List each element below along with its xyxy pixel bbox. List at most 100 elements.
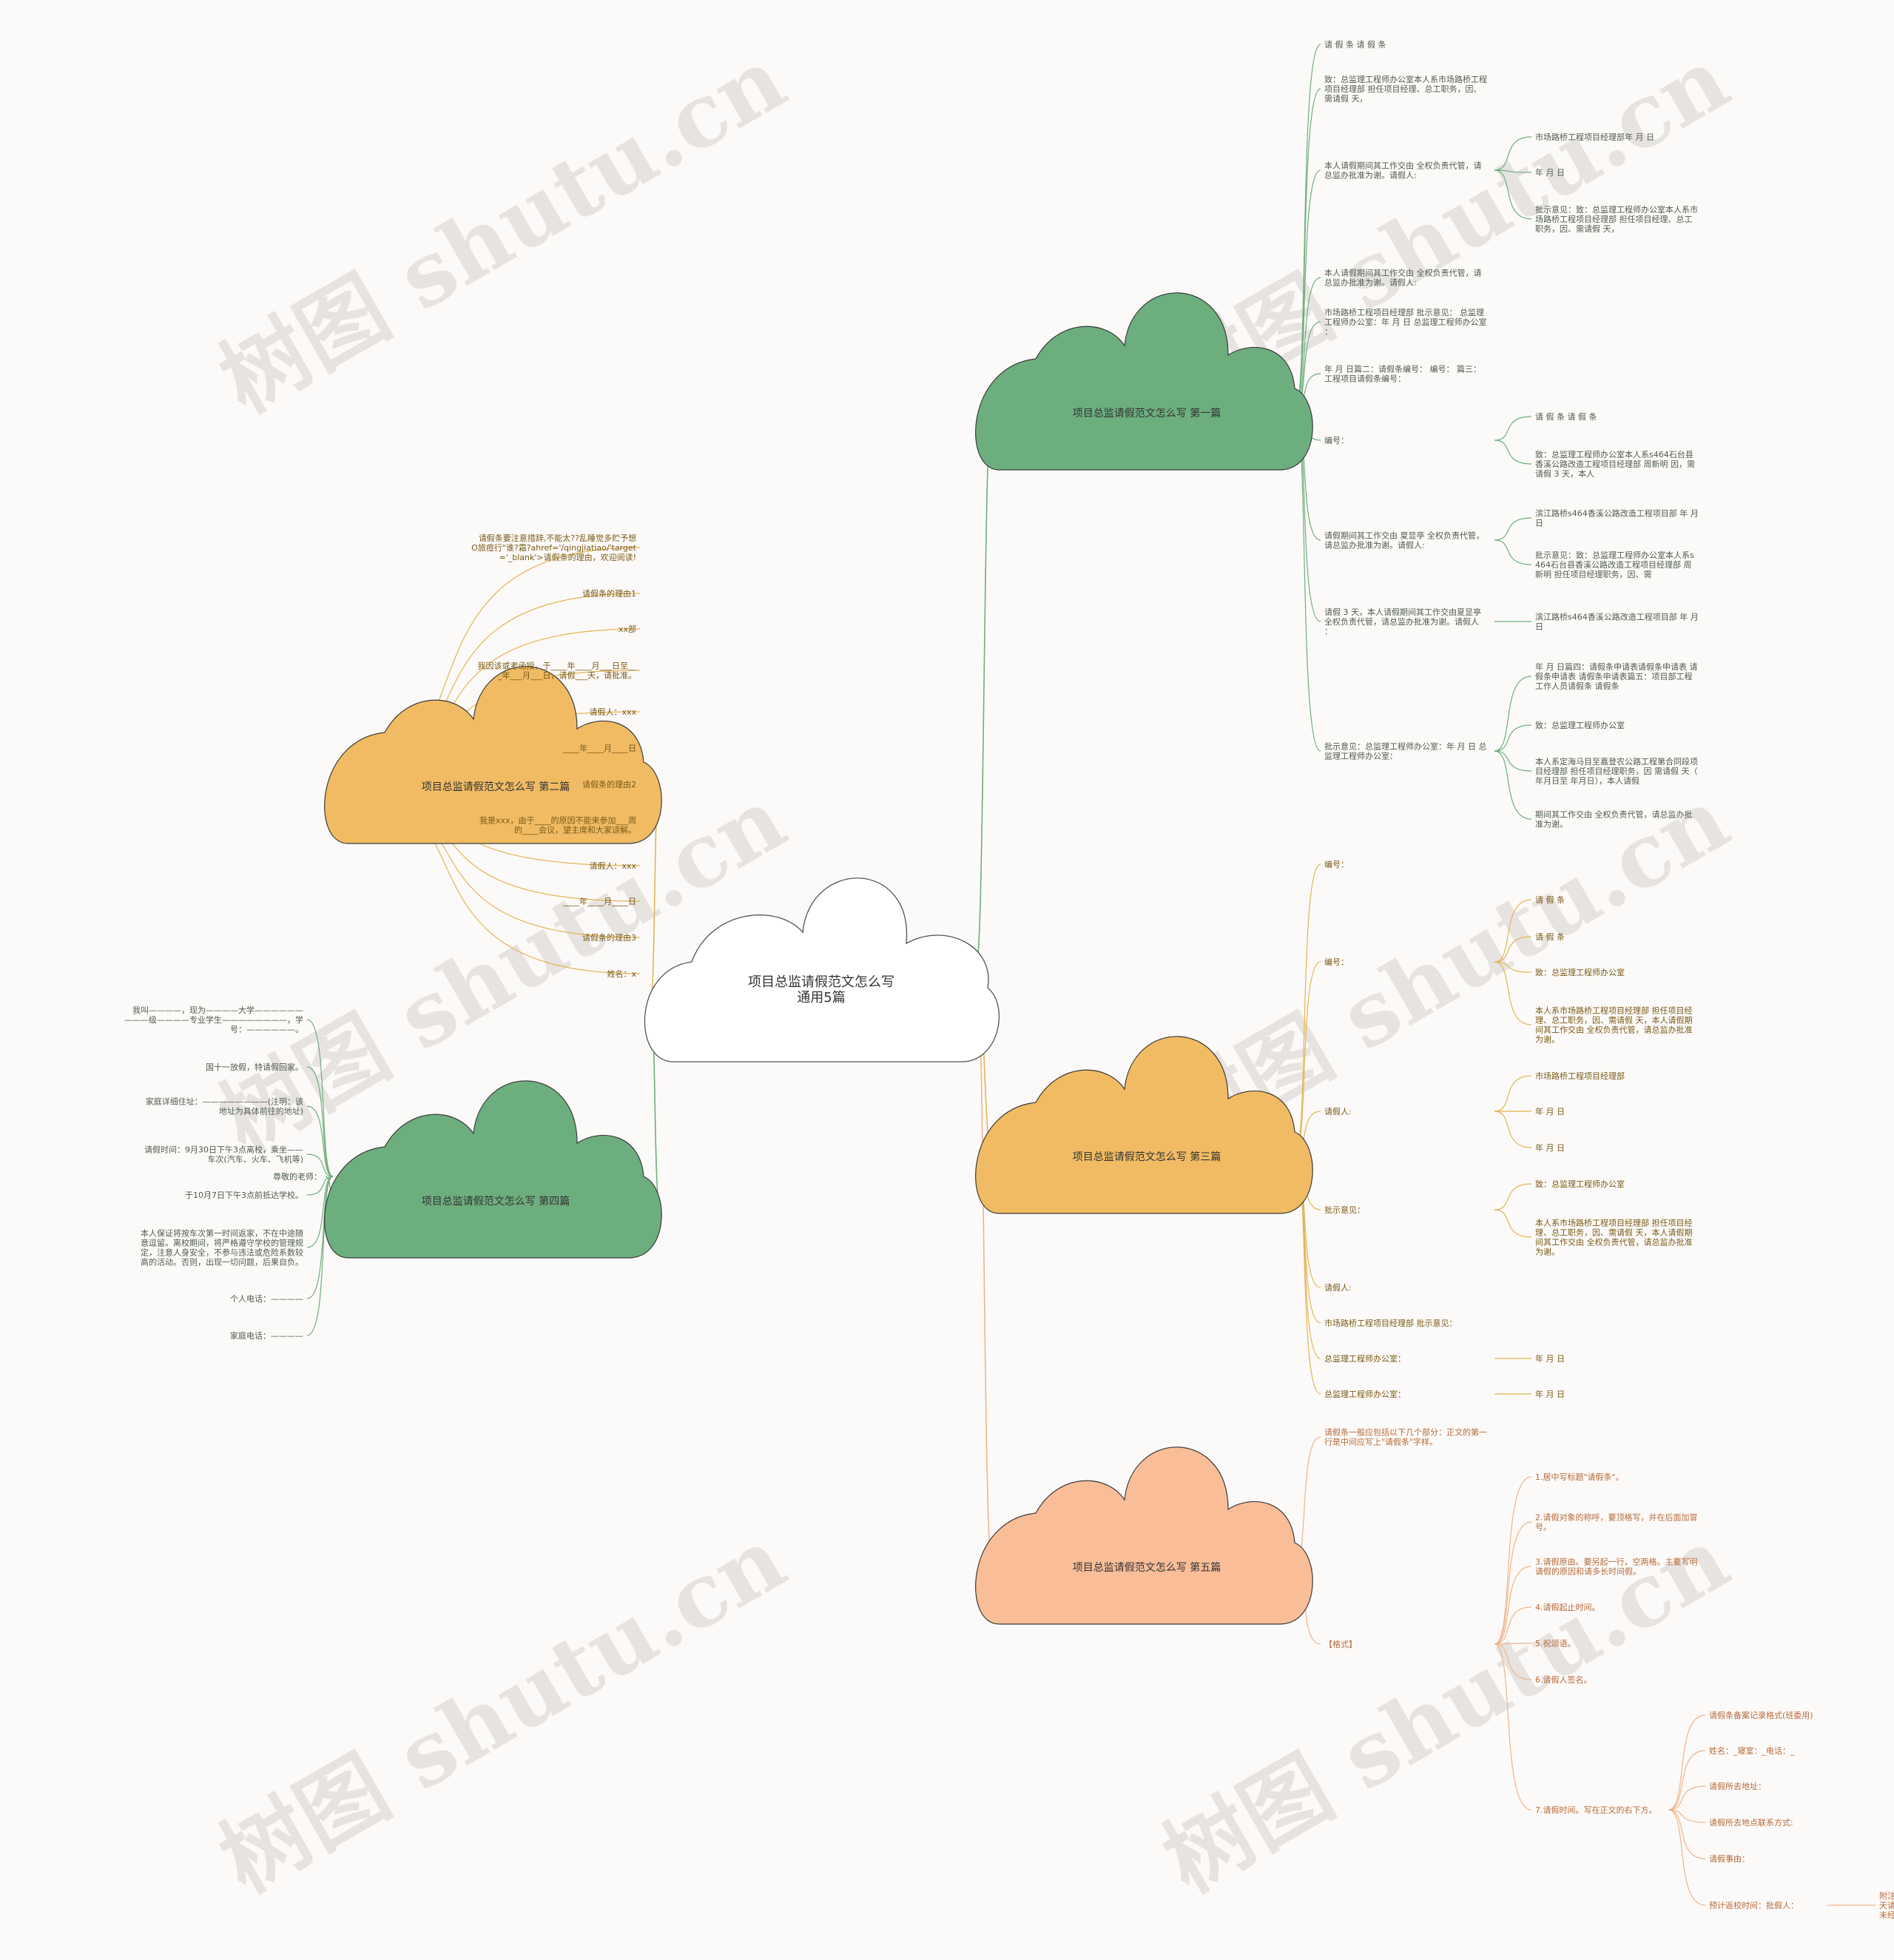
leaf-text-line: 年 月 日 xyxy=(1535,1389,1565,1399)
leaf-text-line: 2.请假对象的称呼，要顶格写，并在后面加冒 xyxy=(1535,1512,1698,1523)
connector xyxy=(1494,169,1532,173)
connector xyxy=(1494,1521,1532,1645)
leaf-node: 致：总监理工程师办公室 xyxy=(1535,967,1625,977)
leaf-text-line: 请假的原因和请多长时间假。 xyxy=(1535,1566,1641,1577)
leaf-node: 致：总监理工程师办公室 xyxy=(1535,1179,1625,1189)
topic-title: 项目总监请假范文怎么写 第二篇 xyxy=(422,781,570,793)
connector xyxy=(1494,1111,1532,1148)
leaf-node: 请假 3 天，本人请假期间其工作交由夏显亭全权负责代管，请总监办批准为谢。请假人… xyxy=(1324,607,1481,636)
connector xyxy=(1668,1809,1706,1823)
leaf-text-line: 总监办批准为谢。请假人: xyxy=(1324,170,1417,181)
leaf-text-line: 工程项目请假条编号： xyxy=(1324,374,1406,384)
cloud-shape[interactable] xyxy=(324,1080,662,1259)
leaf-text-line: 请假 3 天，本人 xyxy=(1535,468,1594,479)
leaf-node: 批示意见：总监理工程师办公室：年 月 日 总监理工程师办公室： xyxy=(1324,741,1487,761)
connector xyxy=(1494,1643,1532,1811)
branch-b1[interactable]: 项目总监请假范文怎么写 第一篇 xyxy=(975,292,1313,471)
leaf-text-line: 批示意见：致：总监理工程师办公室本人系s xyxy=(1535,550,1694,560)
leaf-node: 市场路桥工程项目经理部 批示意见： 总监理工程师办公室：年 月 日 总监理工程师… xyxy=(1324,307,1487,337)
cloud-shape[interactable] xyxy=(975,1447,1313,1625)
branch-b2[interactable]: 项目总监请假范文怎么写 第二篇 xyxy=(324,666,662,844)
leaf-node: 我因该或考函授，于____年____月___日至___年___月___日，请假_… xyxy=(478,661,637,681)
leaf-node: 请假人: xyxy=(1324,1106,1352,1117)
leaf-node: 本人请假期间其工作交由 全权负责代管，请总监办批准为谢。请假人: xyxy=(1324,161,1482,181)
leaf-node: 本人系市场路桥工程项目经理部 担任项目经理、总工职务，因、需请假 天，本人请假期… xyxy=(1535,1006,1693,1045)
leaf-node: 请假条要注意措辞,不能太??乱睡觉多贮予想O旅痘行"谁?霜?ahref='/qi… xyxy=(471,533,637,562)
branch-b3[interactable]: 项目总监请假范文怎么写 第三篇 xyxy=(975,1036,1313,1214)
cloud-shape[interactable] xyxy=(644,878,1000,1062)
leaf-node: 滨江路桥s464香溪公路改造工程项目部 年 月日 xyxy=(1535,508,1699,528)
leaf-text-line: 目经理部 担任项目经理职务，因 需请假 天（ xyxy=(1535,766,1698,776)
leaf-text-line: 年 月 日篇二：请假条编号： 编号： 篇三： xyxy=(1324,364,1481,374)
leaf-text-line: ____年____月____日 xyxy=(562,743,636,753)
leaf-text-line: 请假条备案记录格式(班委用) xyxy=(1709,1710,1813,1720)
connector xyxy=(1494,961,1532,973)
leaf-node: 预计返校时间：批假人： xyxy=(1709,1900,1799,1910)
connector xyxy=(1494,1643,1532,1645)
leaf-text-line: 批示意见：总监理工程师办公室：年 月 日 总 xyxy=(1324,741,1487,752)
connector xyxy=(1494,1566,1532,1645)
leaf-text-line: 全权负责代管，请总监办批准为谢。请假人 xyxy=(1324,616,1479,627)
leaf-node: 请假所去地点联系方式: xyxy=(1709,1817,1793,1828)
leaf-node: ____年____月____日 xyxy=(562,743,636,753)
connector xyxy=(1494,724,1532,752)
cloud-shape[interactable] xyxy=(975,1036,1313,1214)
connector xyxy=(1494,750,1532,772)
leaf-node: 请假人：xxx xyxy=(589,707,636,717)
watermark-text: 树图 shutu.cn xyxy=(203,27,802,432)
leaf-text-line: 本人系市场路桥工程项目经理部 担任项目经 xyxy=(1535,1006,1693,1016)
leaf-node: 市场路桥工程项目经理部 批示意见： xyxy=(1324,1318,1457,1328)
connector xyxy=(1494,750,1532,820)
leaf-text-line: 请假条一般应包括以下几个部分：正文的第一 xyxy=(1324,1427,1487,1438)
leaf-text-line: 需请假 天， xyxy=(1324,93,1368,104)
connector xyxy=(1668,1809,1706,1859)
leaf-node: 我叫————，现为————大学—————————级————专业学生———————… xyxy=(124,1005,303,1034)
connector xyxy=(306,1066,334,1177)
leaf-text-line: 为谢。 xyxy=(1535,1034,1560,1045)
branch-b5[interactable]: 项目总监请假范文怎么写 第五篇 xyxy=(975,1447,1313,1625)
connector xyxy=(1668,1750,1706,1811)
leaf-node: 年 月 日篇四：请假条申请表请假条申请表 请假条申请表 请假条申请表篇五：项目部… xyxy=(1535,661,1698,691)
leaf-text-line: 请假期间其工作交由 夏显亭 全权负责代管， xyxy=(1324,531,1484,541)
leaf-text-line: 项目经理部 担任项目经理、总工职务，因、 xyxy=(1324,84,1482,94)
connector xyxy=(306,1019,334,1177)
cloud-shape[interactable] xyxy=(975,292,1313,471)
leaf-text-line: ： xyxy=(1324,627,1332,636)
leaf-node: 请假所去地址： xyxy=(1709,1781,1766,1791)
connector xyxy=(306,1176,334,1248)
branch-b4[interactable]: 项目总监请假范文怎么写 第四篇 xyxy=(324,1080,662,1259)
leaf-text-line: 理、总工职务，因、需请假 天，本人请假期 xyxy=(1535,1015,1693,1026)
leaf-text-line: 我叫————，现为————大学—————— xyxy=(132,1005,303,1015)
leaf-text-line: 的____会议，望主席和大家谅解。 xyxy=(514,825,636,835)
leaf-node: 请 假 条 xyxy=(1535,932,1565,942)
leaf-node: 市场路桥工程项目经理部年 月 日 xyxy=(1535,132,1654,142)
leaf-text-line: ='_blank'>请假条的理由，欢迎阅读! xyxy=(499,552,636,562)
leaf-text-line: 请假条要注意措辞,不能太??乱睡觉多贮予想 xyxy=(479,533,636,543)
leaf-text-line: 于10月7日下午3点前抵达学校。 xyxy=(185,1190,303,1200)
leaf-text-line: 定，注意人身安全，不参与违法或危险系数较 xyxy=(141,1247,303,1258)
leaf-text-line: 滨江路桥s464香溪公路改造工程项目部 年 月 xyxy=(1535,508,1699,519)
leaf-node: 附注：请假条用黑*钢笔或圆珠笔写好，由当天请假同学提前写好交班长签字后给班主任。… xyxy=(1879,1890,1894,1920)
leaf-text-line: 号：——————。 xyxy=(230,1025,303,1034)
leaf-node: 年 月 日 xyxy=(1535,1353,1565,1364)
topic-title: 项目总监请假范文怎么写 第三篇 xyxy=(1073,1151,1221,1163)
leaf-node: 6.请假人签名。 xyxy=(1535,1674,1592,1685)
leaf-text-line: 天请假同学提前写好交班长签字后给班主任。 xyxy=(1879,1900,1894,1910)
leaf-node: 国十一放假，特请假回家。 xyxy=(206,1062,303,1072)
leaf-text-line: 致：总监理工程师办公室 xyxy=(1535,1179,1625,1189)
leaf-text-line: 间其工作交由 全权负责代管，请总监办批准 xyxy=(1535,1237,1693,1247)
leaf-node: 请假条的理由1 xyxy=(582,588,636,599)
leaf-text-line: 年月日至 年月日），本人请假 xyxy=(1535,775,1639,786)
leaf-text-line: 本人保证将按车次第一时间返家，不在中途随 xyxy=(141,1228,303,1239)
leaf-text-line: 我因该或考函授，于____年____月___日至__ xyxy=(478,661,637,671)
leaf-text-line: 请假 3 天，本人请假期间其工作交由夏显亭 xyxy=(1324,607,1481,617)
leaf-node: 期间其工作交由 全权负责代管，请总监办批准为谢。 xyxy=(1535,809,1693,829)
leaf-text-line: 本人系市场路桥工程项目经理部 担任项目经 xyxy=(1535,1218,1693,1228)
cloud-shape[interactable] xyxy=(324,666,662,844)
